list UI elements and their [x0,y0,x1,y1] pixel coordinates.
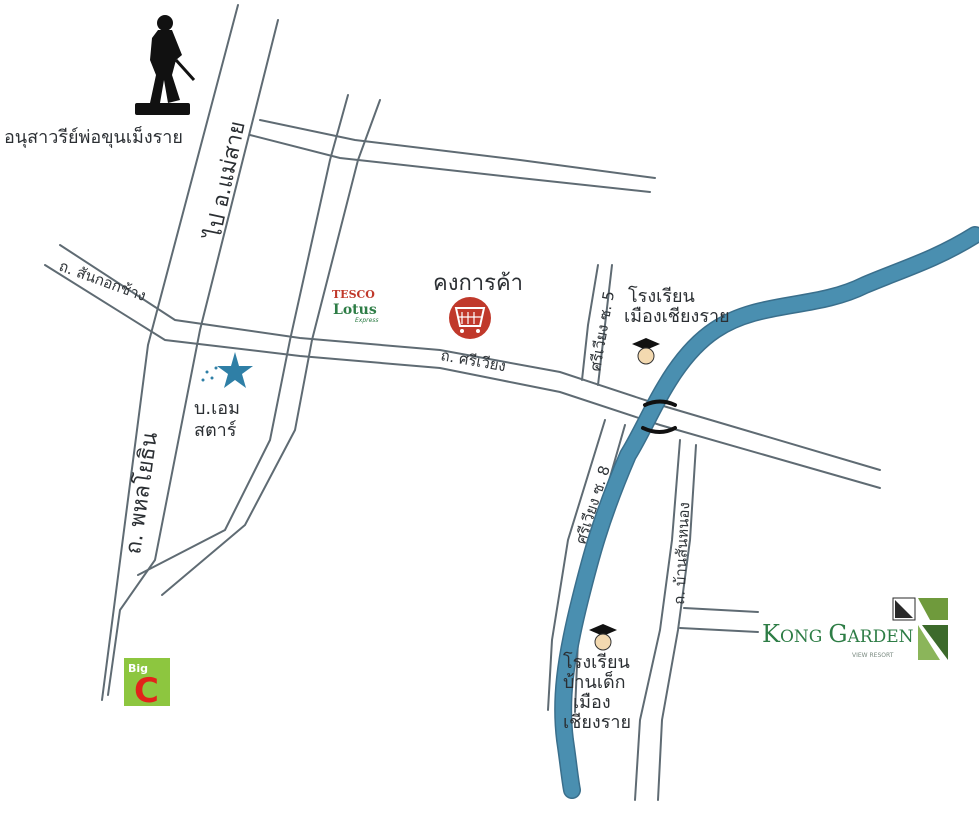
river-body [555,227,979,798]
monument-statue-icon [135,15,196,115]
road-phahonyothin-left-edge [101,4,239,701]
tesco-lotus-logo-icon: TESCO Lotus Express [332,288,379,324]
school-graduate-icon [589,624,617,651]
road-label-si-wiang: ถ. ศรีเวียง [439,346,507,375]
road-soi5-west-edge [581,264,599,381]
school-bandek-label-line3: เมือง [573,692,611,713]
kong-garden-k: K [762,620,781,648]
road-bansannong-east-edge [657,444,697,801]
bigc-c-label: C [134,671,159,711]
road-soi5-east-edge [597,264,613,386]
kong-garden-ong: ONG [780,627,822,647]
road-inner-east-edge [161,99,381,596]
road-soi8-west-edge [547,419,606,711]
bridge-icon [641,399,677,434]
road-phahonyothin-right-edge [107,19,279,696]
school-mueang-label-line2: เมืองเชียงราย [624,306,730,327]
school-bandek-label-line2: บ้านเด็ก [563,670,626,693]
kong-shop-label: คงการค้า [433,271,523,296]
road-label-ban-san-nong: ถ. บ้านสันหนอง [670,502,693,606]
road-bansannong-west-edge [634,439,681,801]
road-label-phahonyothin: ถ. พหลโยธิน [120,430,163,555]
road-label-to-mae-sai: ไป อ.แม่สาย [200,119,251,243]
tesco-label: TESCO [332,288,375,301]
kong-garden-arden: ARDEN [847,627,914,647]
school-graduate-icon [632,338,660,365]
m-star-label-line2: สตาร์ [194,420,237,441]
lotus-label: Lotus [333,302,377,318]
river [554,226,979,799]
bigc-big-label: Big [128,662,148,675]
school-bandek-label-line4: เชียงราย [563,712,631,733]
road-kong-north-edge [683,607,759,613]
kong-garden-leaf-icon [892,597,948,660]
kong-garden-title: KONG GARDEN [762,620,914,648]
lotus-express-label: Express [355,317,379,324]
kong-garden-subtitle: VIEW RESORT [852,652,894,659]
school-bandek-label-line1: โรงเรียน [563,651,630,673]
monument-label: อนุสาวรีย์พ่อขุนเม็งราย [4,125,183,148]
school-mueang-label-line1: โรงเรียน [628,285,695,307]
kong-garden-g: G [828,620,847,648]
road-siwiang-south-edge [44,264,881,489]
bigc-logo-icon: Big C [124,658,170,711]
road-kong-south-edge [679,627,759,633]
m-star-label-line1: บ.เอม [194,398,240,419]
shopping-cart-icon [449,297,491,339]
kong-garden-logo: KONG GARDEN VIEW RESORT [762,597,948,660]
road-inner-west-edge [137,94,349,576]
road-top-south-edge [249,134,651,193]
road-network [44,4,881,801]
star-icon [201,352,253,388]
road-top-north-edge [259,119,656,179]
